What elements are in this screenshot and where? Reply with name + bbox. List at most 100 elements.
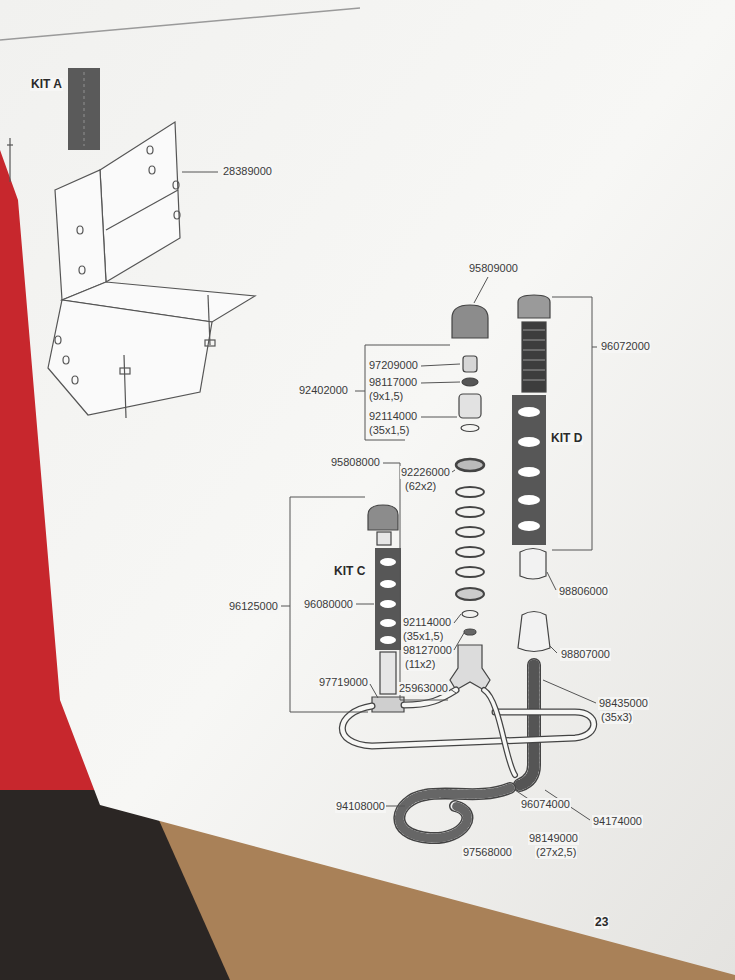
leader-lines xyxy=(474,277,488,303)
part-number: 98117000 xyxy=(368,376,418,389)
kit-a-bracket xyxy=(100,122,180,282)
drain-column xyxy=(518,612,550,652)
part-number: (35x1,5) xyxy=(368,424,410,437)
kit-a-bracket xyxy=(205,340,215,346)
leader-lines xyxy=(452,470,455,472)
hoses xyxy=(484,690,515,775)
leader-lines xyxy=(355,391,365,392)
kit-a-bracket xyxy=(68,68,100,150)
drain-column xyxy=(518,295,550,318)
leader-lines xyxy=(421,417,457,418)
leader-lines xyxy=(454,633,464,650)
part-number: 92114000 xyxy=(368,410,418,423)
kit-c-cartridge xyxy=(368,505,398,530)
cartridge-stack xyxy=(456,588,484,600)
hoses xyxy=(342,706,593,746)
part-number: 98807000 xyxy=(560,648,611,661)
part-number: 96125000 xyxy=(228,600,279,613)
kit-a-bracket xyxy=(7,68,255,418)
part-number: 98149000 xyxy=(528,832,579,845)
kit-label: KIT D xyxy=(550,432,583,445)
leader-lines xyxy=(386,806,405,807)
drain-column xyxy=(523,330,545,380)
part-number: 92114000 xyxy=(402,616,452,629)
cartridge-stack xyxy=(450,305,490,690)
leader-lines xyxy=(450,689,456,693)
leader-lines xyxy=(356,604,374,605)
drain-column xyxy=(523,370,545,371)
kit-a-bracket xyxy=(77,226,83,234)
part-number: 94108000 xyxy=(335,800,386,813)
kit-label: 23 xyxy=(594,916,609,929)
drain-column xyxy=(518,495,540,505)
cartridge-stack xyxy=(450,645,490,690)
hoses xyxy=(399,788,510,838)
part-number: 98127000 xyxy=(402,644,453,657)
leader-lines xyxy=(454,614,461,623)
cartridge-stack xyxy=(462,611,478,618)
kit-a-bracket xyxy=(7,144,13,145)
kit-c-cartridge xyxy=(372,697,404,712)
kit-a-bracket xyxy=(106,190,178,230)
kit-c-cartridge xyxy=(380,636,396,644)
cartridge-stack xyxy=(456,567,484,577)
kit-a-bracket xyxy=(120,368,130,374)
hoses xyxy=(399,788,510,838)
drain-column xyxy=(523,330,545,331)
part-number: 97209000 xyxy=(368,359,419,372)
kit-a-bracket xyxy=(149,166,155,174)
cartridge-stack xyxy=(452,305,488,338)
kit-a-bracket xyxy=(208,295,210,345)
drain-column xyxy=(512,295,550,652)
leader-lines xyxy=(365,345,450,440)
kit-a-bracket xyxy=(72,376,78,384)
kit-c-cartridge xyxy=(380,600,396,608)
background xyxy=(0,8,360,40)
drain-column xyxy=(518,437,540,447)
cartridge-stack xyxy=(456,487,484,497)
part-number: 95809000 xyxy=(468,262,519,275)
drain-column xyxy=(522,322,546,392)
drain-column xyxy=(523,350,545,351)
kit-c-cartridge xyxy=(380,580,396,588)
part-number: (27x2,5) xyxy=(535,846,577,859)
drain-column xyxy=(512,395,546,545)
part-number: 97568000 xyxy=(462,846,513,859)
part-number: 94174000 xyxy=(592,815,643,828)
kit-label: KIT C xyxy=(333,565,366,578)
part-number: 92226000 xyxy=(400,466,451,479)
part-number: 96074000 xyxy=(520,798,571,811)
drain-column xyxy=(523,340,545,341)
leader-lines xyxy=(547,572,556,590)
kit-a-bracket xyxy=(55,336,61,344)
hoses xyxy=(399,788,510,838)
leader-lines xyxy=(182,172,597,820)
drain-column xyxy=(520,549,546,580)
part-number: 92402000 xyxy=(298,384,349,397)
part-number: (9x1,5) xyxy=(368,390,404,403)
cartridge-stack xyxy=(461,425,479,432)
cartridge-stack xyxy=(456,527,484,537)
part-number: 96072000 xyxy=(600,340,651,353)
cartridge-stack xyxy=(456,547,484,557)
leader-lines xyxy=(281,606,290,607)
leader-lines xyxy=(549,645,557,653)
kit-a-bracket xyxy=(147,146,153,154)
kit-a-bracket xyxy=(55,170,106,300)
kit-a-bracket xyxy=(83,72,84,146)
part-number: 25963000 xyxy=(398,682,449,695)
hoses xyxy=(342,706,593,746)
part-number: 98435000 xyxy=(598,697,649,710)
kit-a-bracket xyxy=(63,356,69,364)
kit-a-bracket xyxy=(79,266,85,274)
part-number: 95808000 xyxy=(330,456,381,469)
hoses xyxy=(520,665,534,785)
part-number: (35x3) xyxy=(600,711,633,724)
kit-c-cartridge xyxy=(377,532,391,545)
cartridge-stack xyxy=(464,629,476,635)
kit-c-cartridge xyxy=(380,619,396,627)
